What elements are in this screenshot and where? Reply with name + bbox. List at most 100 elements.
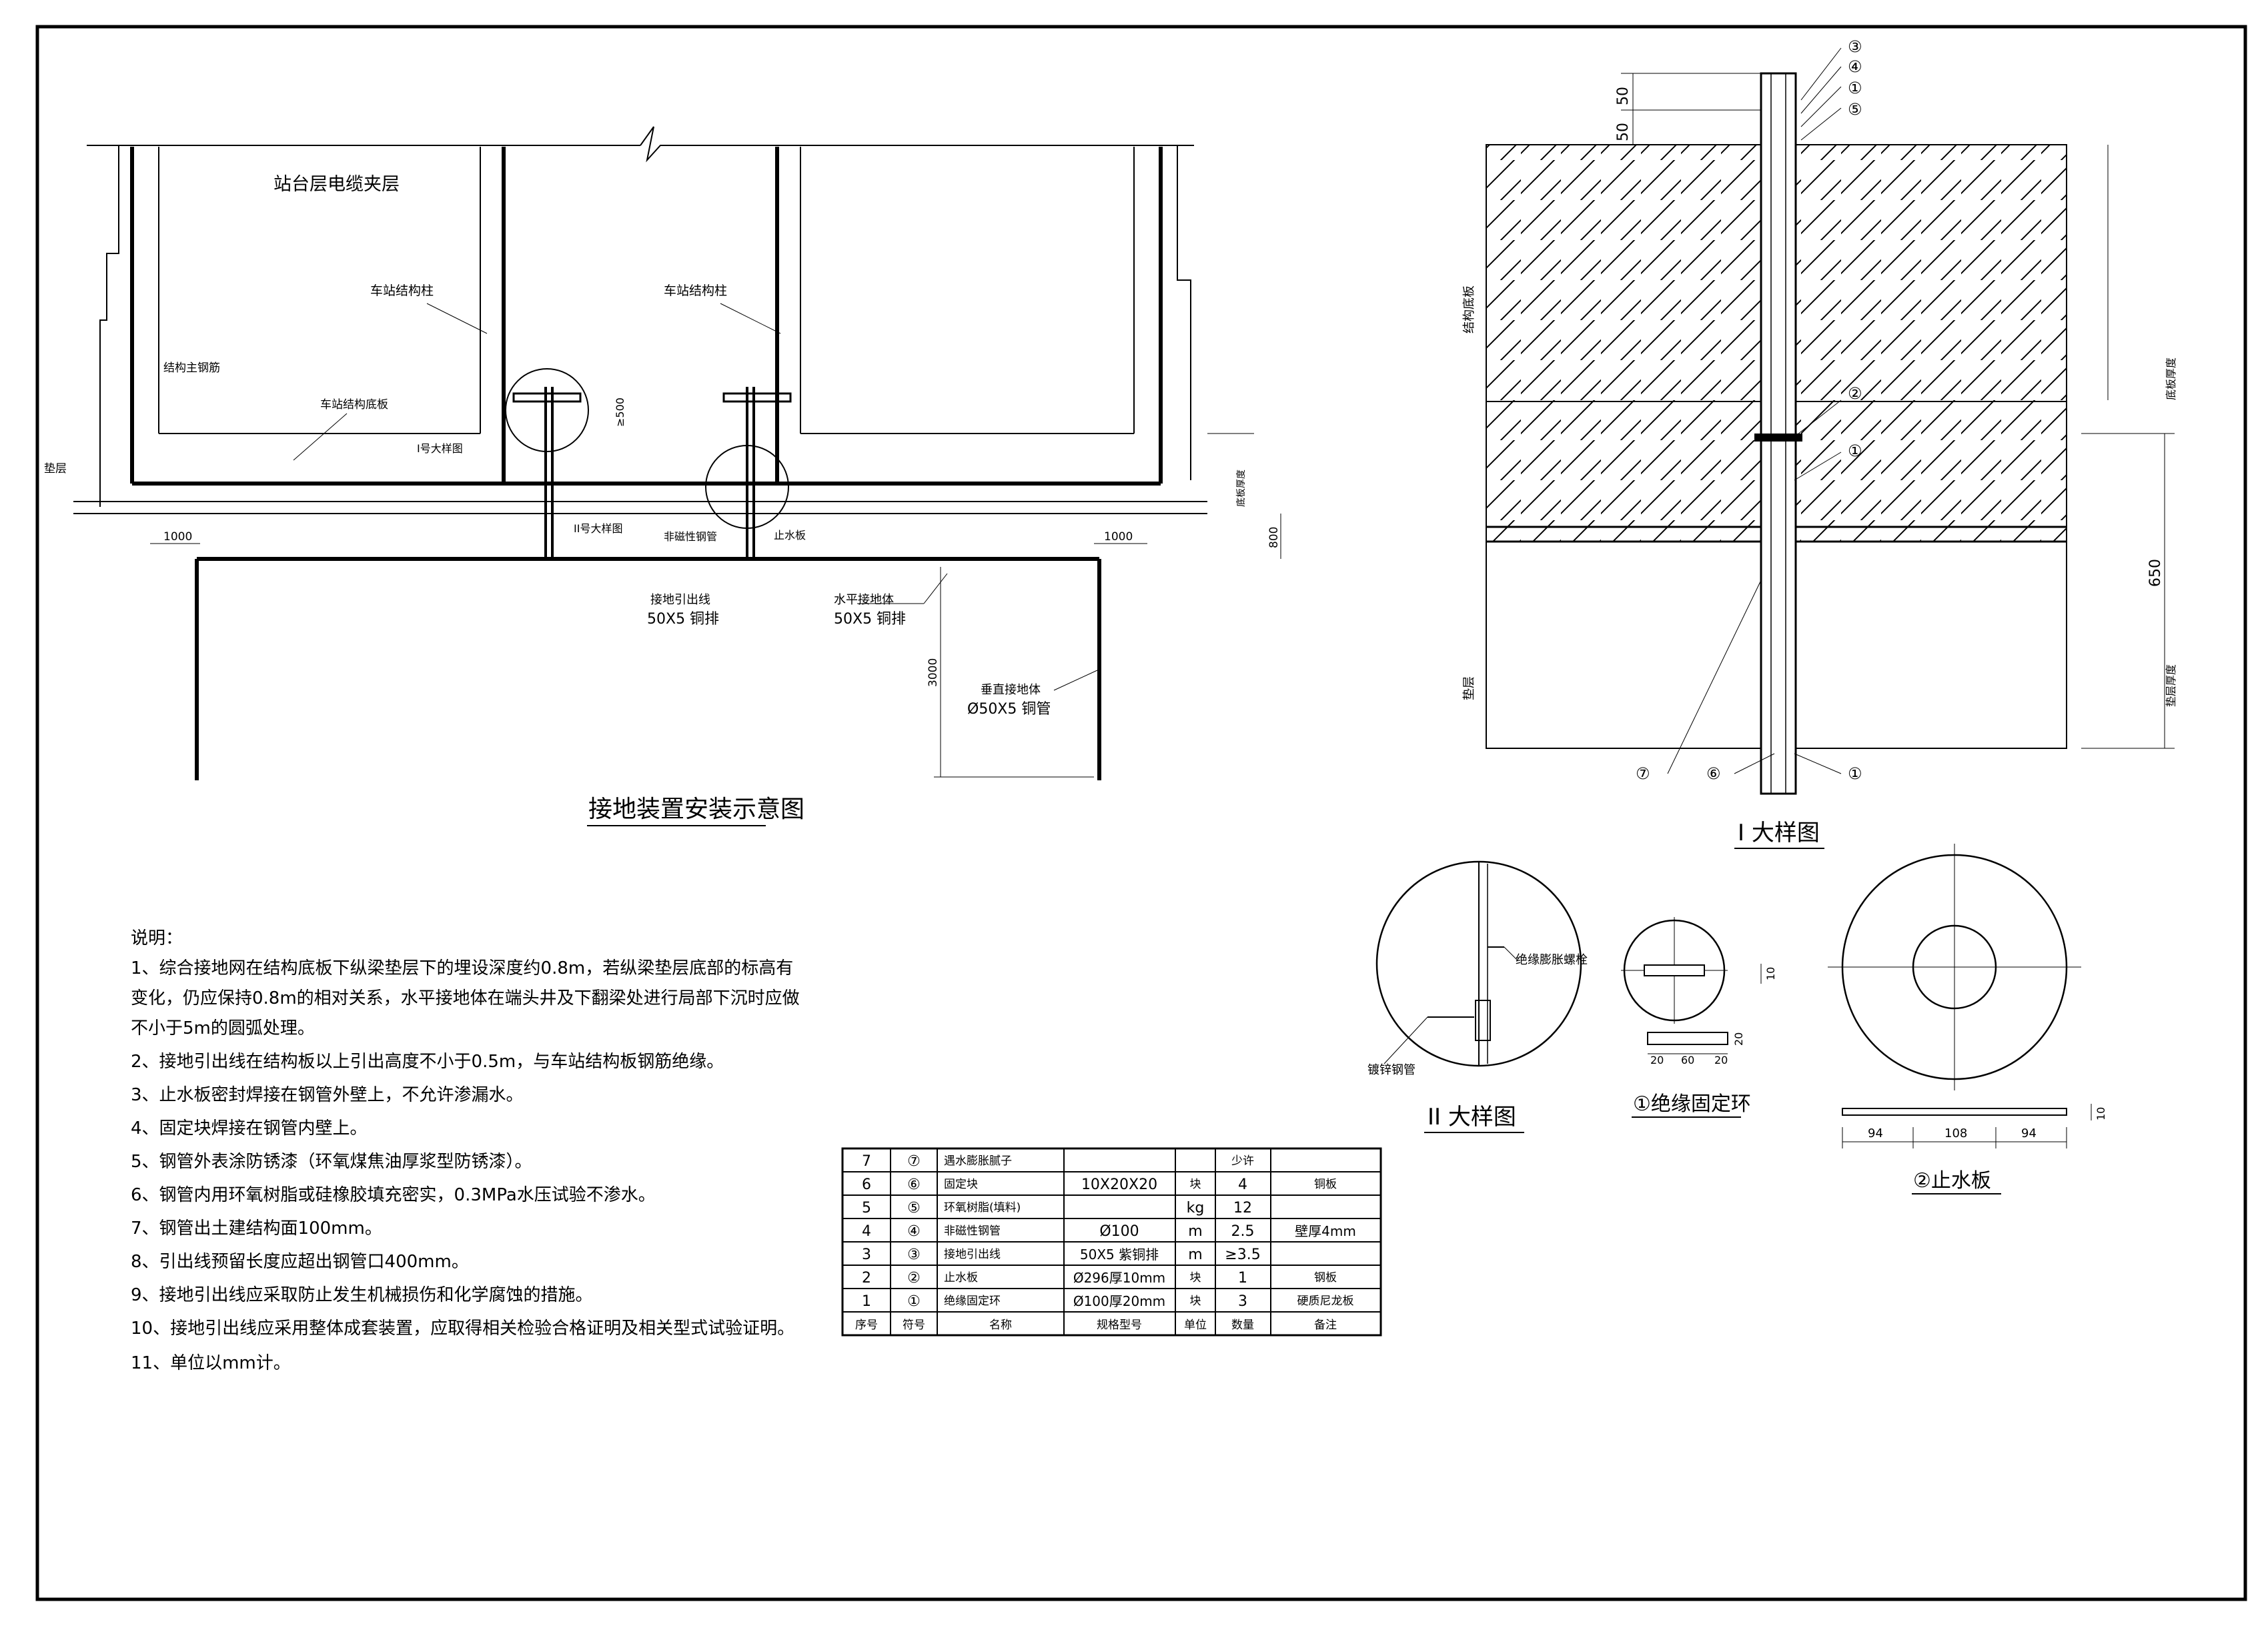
- ge500-label: ≥500: [614, 397, 626, 427]
- detail1-slab-thk: 底板厚度: [2165, 357, 2177, 400]
- detail1-cushion-thk: 垫层厚度: [2165, 664, 2177, 707]
- detail1-slab-label: 结构底板: [1462, 285, 1476, 333]
- table-cell: 块: [1190, 1295, 1201, 1308]
- table-cell: Ø100厚20mm: [1073, 1293, 1165, 1309]
- table-cell: 12: [1233, 1200, 1252, 1216]
- detail1-callout-1a: ①: [1848, 79, 1862, 97]
- plate-dim-108: 108: [1944, 1126, 1967, 1140]
- detail1-callout-2: ②: [1848, 384, 1862, 403]
- table-cell: 硬质尼龙板: [1297, 1295, 1354, 1308]
- table-cell: 块: [1190, 1271, 1201, 1285]
- table-cell: 少许: [1231, 1154, 1254, 1168]
- plate-dim-94b: 94: [2021, 1126, 2037, 1140]
- detail1-callout-5: ⑤: [1848, 100, 1862, 119]
- table-cell: m: [1188, 1247, 1202, 1263]
- ring-dim-v10: 10: [1764, 967, 1777, 980]
- main-rebar-label: 结构主钢筋: [163, 361, 220, 375]
- table-row: 6 ⑥ 固定块 10X20X20 块 4 铜板: [862, 1176, 1337, 1193]
- note-line: 6、钢管内用环氧树脂或硅橡胶填充密实，0.3MPa水压试验不渗水。: [131, 1185, 656, 1205]
- column-label-1: 车站结构柱: [370, 283, 434, 298]
- table-cell: 遇水膨胀腻子: [944, 1154, 1012, 1168]
- horiz-spec: 50X5 铜排: [834, 611, 906, 628]
- table-cell: ⑤: [907, 1200, 921, 1216]
- plate-title: ②止水板: [1913, 1169, 1991, 1192]
- plate-drawing: [1828, 844, 2092, 1148]
- table-header-cell: 序号: [855, 1319, 878, 1332]
- detail2-ref: II号大样图: [574, 522, 622, 535]
- detail1-dim-50b: 50: [1615, 123, 1632, 141]
- lead-spec: 50X5 铜排: [647, 611, 719, 628]
- table-cell: 4: [862, 1223, 871, 1240]
- table-cell: 3: [1238, 1293, 1247, 1310]
- table-cell: 5: [862, 1200, 871, 1216]
- table-cell: ⑥: [907, 1176, 921, 1193]
- nonmag-pipe-label: 非磁性钢管: [664, 530, 717, 543]
- waterstop-label: 止水板: [774, 529, 806, 542]
- table-row: 7 ⑦ 遇水膨胀腻子 少许: [862, 1153, 1254, 1170]
- note-line: 8、引出线预留长度应超出钢管口400mm。: [131, 1252, 469, 1272]
- detail1-callout-7: ⑦: [1636, 764, 1650, 783]
- table-cell: 50X5 紫铜排: [1080, 1247, 1159, 1263]
- note-line: 1、综合接地网在结构底板下纵梁垫层下的埋设深度约0.8m，若纵梁垫层底部的标高有: [131, 958, 793, 978]
- table-cell: 2: [862, 1270, 871, 1287]
- lead-label: 接地引出线: [650, 593, 710, 607]
- ring-dim-20a: 20: [1650, 1054, 1664, 1066]
- note-line: 5、钢管外表涂防锈漆（环氧煤焦油厚浆型防锈漆）。: [131, 1152, 532, 1172]
- table-cell: 非磁性钢管: [944, 1225, 1001, 1238]
- table-cell: 固定块: [944, 1178, 978, 1191]
- table-header-cell: 单位: [1184, 1319, 1207, 1332]
- table-cell: 10X20X20: [1081, 1176, 1157, 1193]
- detail1-callout-3: ③: [1848, 37, 1862, 56]
- ring-dim-v20: 20: [1732, 1032, 1745, 1046]
- note-line: 不小于5m的圆弧处理。: [131, 1018, 315, 1038]
- table-header-cell: 备注: [1314, 1319, 1337, 1332]
- plate-dim-94a: 94: [1868, 1126, 1883, 1140]
- column-label-2: 车站结构柱: [664, 283, 727, 298]
- ring-title: ①绝缘固定环: [1633, 1092, 1751, 1116]
- table-cell: 3: [862, 1247, 871, 1263]
- table-cell: 块: [1190, 1178, 1201, 1191]
- table-cell: 铜板: [1314, 1178, 1337, 1191]
- note-line: 4、固定块焊接在钢管内壁上。: [131, 1118, 368, 1138]
- table-header-cell: 数量: [1231, 1319, 1254, 1332]
- table-cell: Ø296厚10mm: [1073, 1270, 1165, 1286]
- main-elevation: [73, 126, 1281, 780]
- vert-label: 垂直接地体: [981, 683, 1041, 697]
- detail2-bolt-label: 绝缘膨胀螺栓: [1516, 953, 1588, 967]
- dim-1000-right: 1000: [1104, 530, 1133, 544]
- table-cell: 2.5: [1231, 1223, 1255, 1240]
- table-cell: 绝缘固定环: [944, 1295, 1001, 1308]
- table-cell: ≥3.5: [1225, 1247, 1260, 1263]
- note-line: 2、接地引出线在结构板以上引出高度不小于0.5m，与车站结构板钢筋绝缘。: [131, 1052, 724, 1072]
- notes-block: 说明： 1、综合接地网在结构底板下纵梁垫层下的埋设深度约0.8m，若纵梁垫层底部…: [131, 928, 800, 1373]
- horiz-label: 水平接地体: [834, 593, 894, 607]
- dim-3000: 3000: [927, 658, 940, 687]
- table-cell: ④: [907, 1223, 921, 1240]
- main-title: 接地装置安装示意图: [588, 796, 804, 823]
- notes-heading: 说明：: [131, 928, 183, 948]
- table-row: 5 ⑤ 环氧树脂(填料) kg 12: [862, 1200, 1252, 1216]
- detail1-callout-1c: ①: [1848, 764, 1862, 783]
- detail1-cushion-label: 垫层: [1462, 676, 1476, 700]
- plate-dim-v10: 10: [2095, 1107, 2107, 1120]
- table-cell: 壁厚4mm: [1295, 1223, 1356, 1239]
- table-cell: ②: [907, 1270, 921, 1287]
- table-cell: 环氧树脂(填料): [944, 1201, 1021, 1214]
- detail2-pipe-label: 镀锌钢管: [1367, 1063, 1415, 1077]
- table-header-cell: 符号: [903, 1319, 925, 1332]
- note-line: 变化，仍应保持0.8m的相对关系，水平接地体在端头井及下翻梁处进行局部下沉时应做: [131, 988, 800, 1008]
- note-line: 3、止水板密封焊接在钢管外壁上，不允许渗漏水。: [131, 1085, 524, 1105]
- table-cell: m: [1188, 1223, 1202, 1240]
- detail1-dim-50a: 50: [1615, 87, 1632, 105]
- ring-dim-60: 60: [1681, 1054, 1694, 1066]
- sheet-border: [35, 25, 2247, 1601]
- table-cell: ⑦: [907, 1153, 921, 1170]
- table-cell: kg: [1187, 1200, 1205, 1216]
- table-cell: 接地引出线: [944, 1248, 1001, 1261]
- table-cell: 7: [862, 1153, 871, 1170]
- table-cell: 1: [1238, 1270, 1247, 1287]
- table-cell: 1: [862, 1293, 871, 1310]
- table-cell: ①: [907, 1293, 921, 1310]
- table-header-cell: 名称: [989, 1319, 1012, 1332]
